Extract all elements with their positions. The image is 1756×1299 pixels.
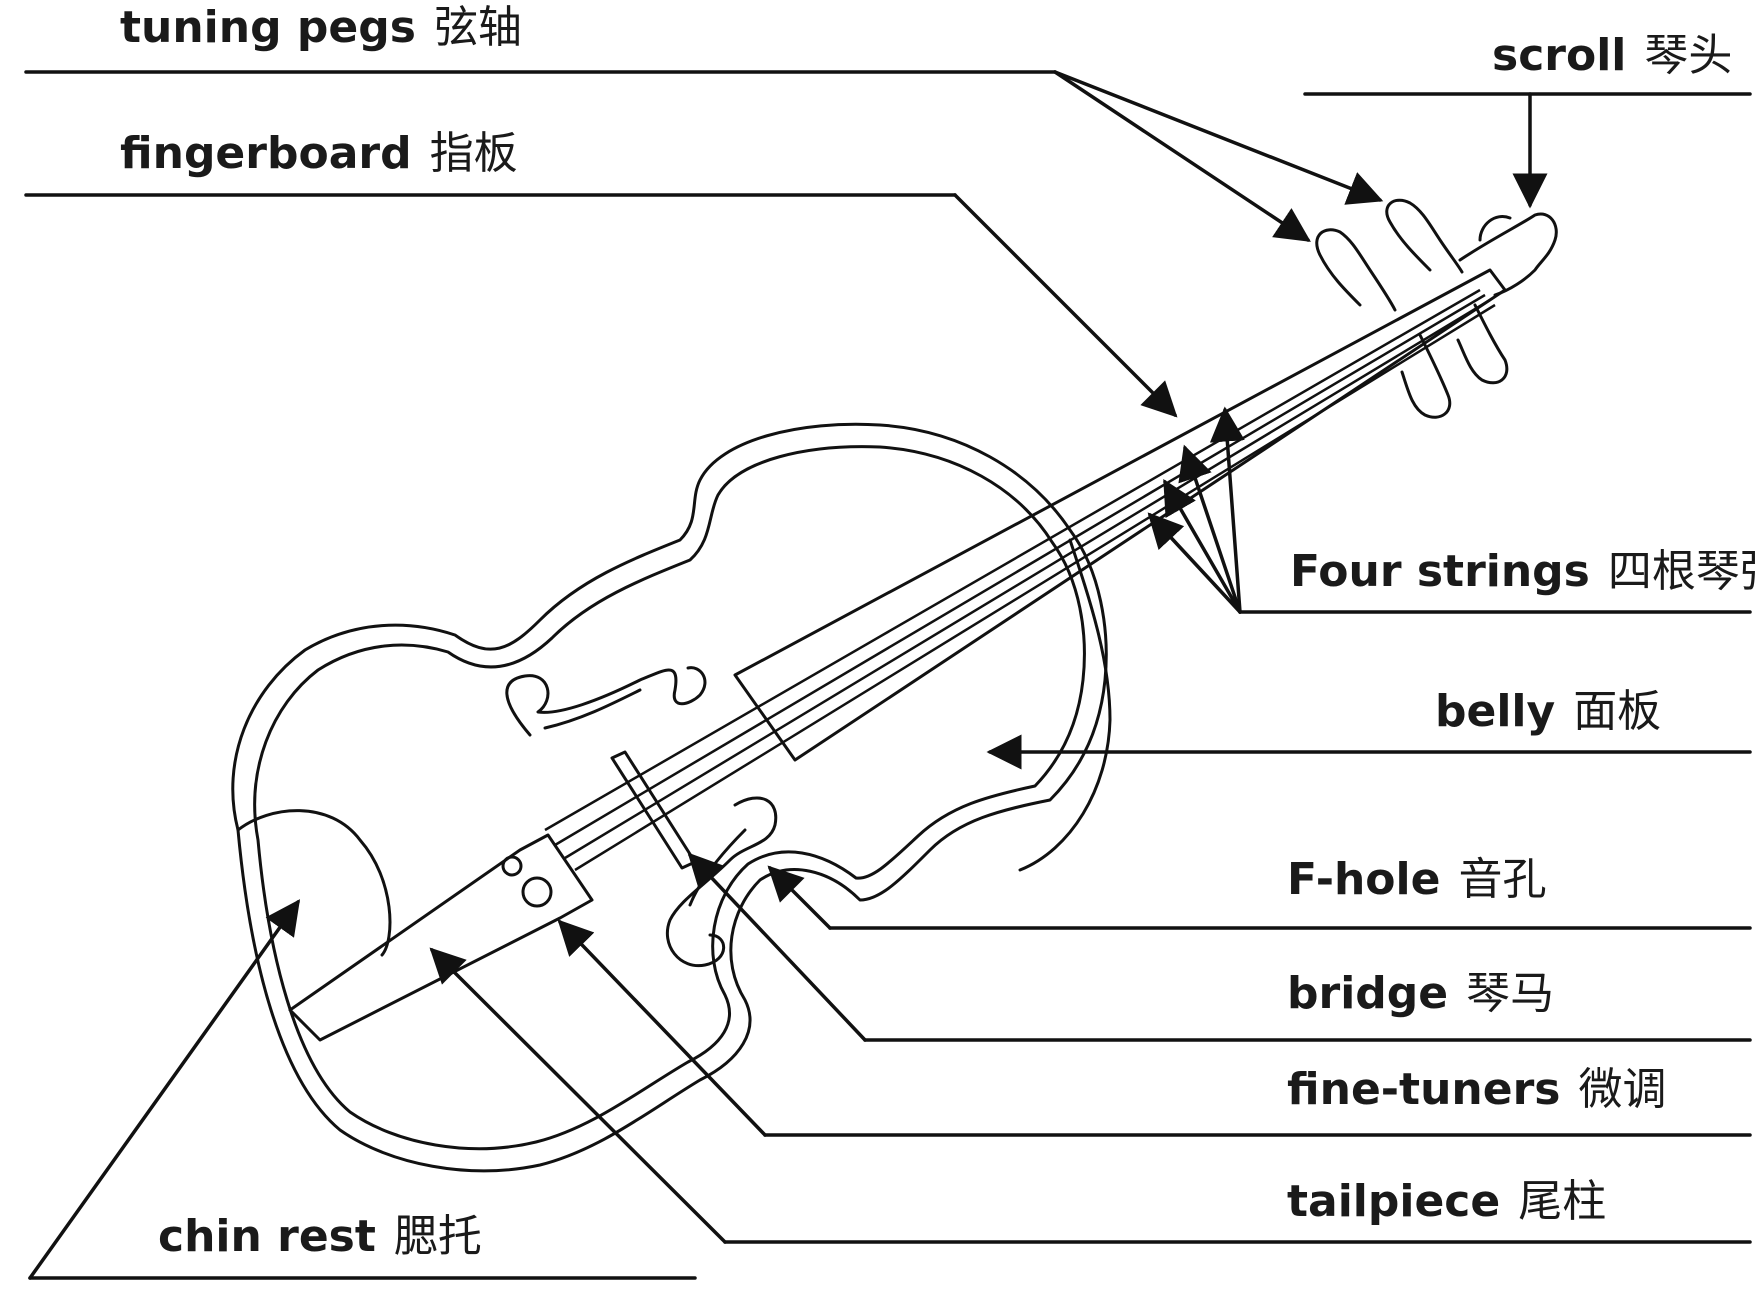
label-fine-tuners-en: fine-tuners bbox=[1287, 1064, 1561, 1115]
leader-tuning-pegs bbox=[24, 70, 1384, 242]
label-fingerboard-zh: 指板 bbox=[429, 128, 518, 179]
label-belly-zh: 面板 bbox=[1573, 686, 1662, 737]
peg-shapes bbox=[1315, 198, 1509, 419]
label-four-strings: Four strings四根琴弦 bbox=[1290, 550, 1756, 594]
label-fingerboard-en: fingerboard bbox=[120, 128, 412, 179]
label-four-strings-en: Four strings bbox=[1290, 546, 1590, 597]
leader-fingerboard bbox=[24, 193, 1178, 418]
leader-scroll bbox=[1303, 92, 1752, 209]
leader-bridge bbox=[687, 852, 1752, 1042]
leader-f-hole bbox=[767, 865, 1752, 930]
label-belly-en: belly bbox=[1435, 686, 1556, 737]
label-fine-tuners-zh: 微调 bbox=[1578, 1064, 1667, 1115]
label-chin-rest-en: chin rest bbox=[158, 1211, 376, 1262]
leader-tailpiece bbox=[429, 947, 1752, 1244]
leader-fine-tuners bbox=[557, 919, 1752, 1137]
label-tuning-pegs-zh: 弦轴 bbox=[433, 2, 522, 53]
label-tuning-pegs-en: tuning pegs bbox=[120, 2, 416, 53]
label-bridge-en: bridge bbox=[1287, 968, 1449, 1019]
label-tailpiece-en: tailpiece bbox=[1287, 1176, 1501, 1227]
label-scroll-en: scroll bbox=[1492, 30, 1627, 81]
violin-body bbox=[231, 422, 1112, 1173]
tailpiece-shape bbox=[288, 833, 594, 1042]
label-f-hole-zh: 音孔 bbox=[1458, 854, 1547, 905]
leader-chin-rest bbox=[28, 899, 697, 1280]
pegbox bbox=[1458, 212, 1558, 297]
label-chin-rest-zh: 腮托 bbox=[393, 1211, 482, 1262]
label-bridge-zh: 琴马 bbox=[1466, 968, 1555, 1019]
label-scroll-zh: 琴头 bbox=[1644, 30, 1733, 81]
label-tailpiece-zh: 尾柱 bbox=[1518, 1176, 1607, 1227]
label-four-strings-zh: 四根琴弦 bbox=[1607, 546, 1756, 597]
label-f-hole-en: F-hole bbox=[1287, 854, 1441, 905]
f-hole-upper bbox=[505, 666, 707, 737]
leader-four-strings bbox=[1147, 406, 1752, 614]
strings bbox=[544, 288, 1496, 872]
